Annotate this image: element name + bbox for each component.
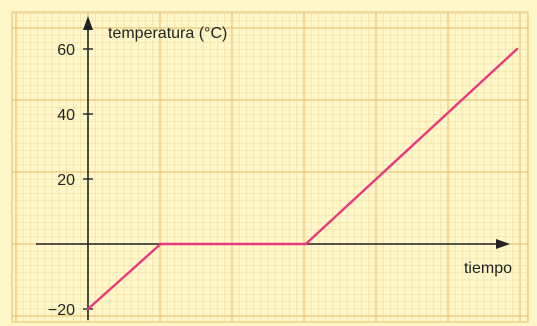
grid-border bbox=[11, 11, 529, 323]
y-tick-label: 20 bbox=[57, 172, 75, 189]
y-axis-label: temperatura (°C) bbox=[108, 25, 227, 42]
temperature-line bbox=[86, 47, 519, 311]
y-tick-label: 60 bbox=[57, 42, 75, 59]
x-axis-label: tiempo bbox=[464, 260, 512, 277]
y-ticks: −20 20 40 60 bbox=[48, 42, 93, 319]
y-tick-label: 40 bbox=[57, 107, 75, 124]
y-axis-arrowhead bbox=[83, 16, 93, 30]
graph-paper-grid bbox=[11, 11, 529, 323]
y-tick-label: −20 bbox=[48, 302, 75, 319]
series bbox=[86, 47, 519, 311]
x-axis-arrowhead bbox=[496, 239, 510, 249]
